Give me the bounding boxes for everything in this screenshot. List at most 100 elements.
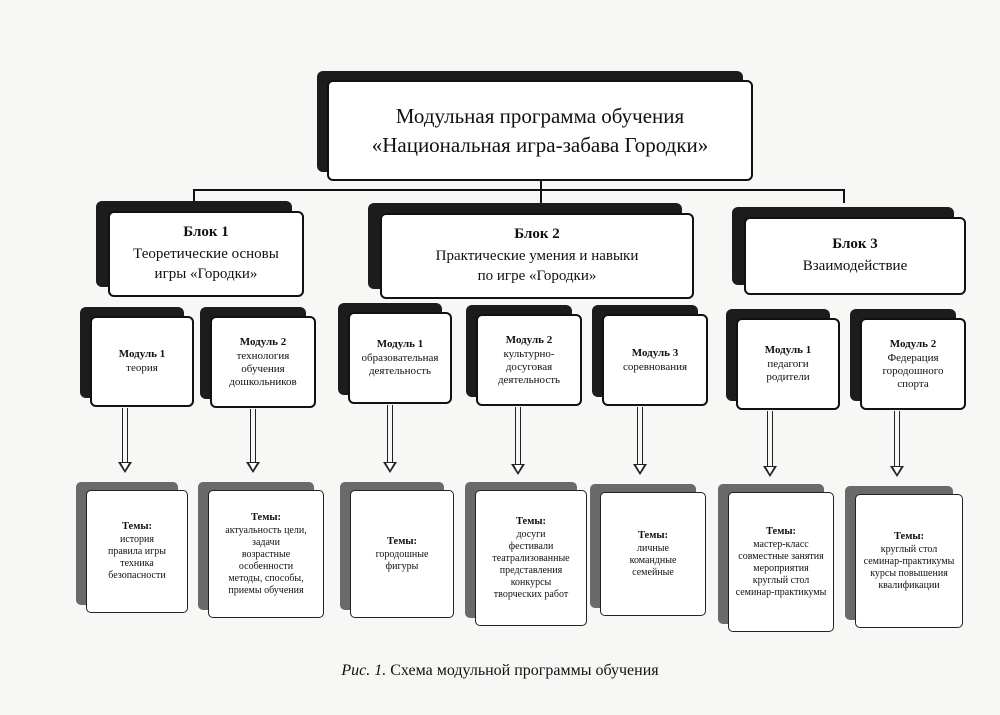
block-3-box: Блок 3 Взаимодействие bbox=[744, 217, 966, 295]
down-arrow-shaft bbox=[250, 409, 256, 463]
module-name: Модуль 2 bbox=[505, 333, 553, 346]
theme-item: безопасности bbox=[108, 570, 166, 581]
theme-item: представления bbox=[499, 564, 563, 576]
theme-item: мероприятия bbox=[753, 562, 809, 574]
module-box: Модуль 2 технология обучения дошкольнико… bbox=[210, 316, 316, 408]
theme-item: фигуры bbox=[385, 560, 419, 572]
theme-item: задачи bbox=[252, 536, 280, 548]
theme-item: совместные занятия bbox=[738, 550, 824, 562]
module-text-line: обучения bbox=[241, 362, 285, 375]
down-arrow-shaft bbox=[637, 407, 643, 465]
themes-box: Темы: городошные фигуры bbox=[350, 490, 454, 618]
module-box: Модуль 1 образовательная деятельность bbox=[348, 312, 452, 404]
connector-line bbox=[540, 189, 542, 203]
theme-item: техника bbox=[120, 558, 154, 569]
module-text-line: педагоги bbox=[767, 358, 809, 370]
theme-item: личные bbox=[637, 542, 669, 554]
module-name: Модуль 2 bbox=[239, 335, 287, 348]
themes-heading: Темы: bbox=[893, 530, 925, 542]
theme-item: возрастные bbox=[241, 548, 291, 560]
down-arrow-shaft bbox=[387, 405, 393, 463]
module-name: Модуль 2 bbox=[889, 337, 937, 350]
themes-box: Темы: история правила игры техника безоп… bbox=[86, 490, 188, 613]
themes-heading: Темы: bbox=[765, 525, 797, 537]
module-text-line: деятельность bbox=[368, 365, 432, 377]
theme-item: творческих работ bbox=[493, 588, 569, 600]
down-arrow-icon bbox=[118, 462, 132, 473]
block-1-text-line: игры «Городки» bbox=[154, 266, 258, 282]
themes-heading: Темы: bbox=[250, 511, 282, 523]
module-text-line: городошного bbox=[882, 364, 944, 377]
connector-line bbox=[193, 189, 845, 191]
block-1-name: Блок 1 bbox=[183, 224, 229, 240]
theme-item: театрализованные bbox=[492, 552, 570, 564]
theme-item: курсы повышения bbox=[870, 567, 948, 579]
theme-item: досуги bbox=[516, 528, 546, 540]
block-1-text-line: Теоретические основы bbox=[133, 246, 279, 262]
block-2-text-line: Практические умения и навыки bbox=[435, 248, 639, 264]
module-box: Модуль 3 соревнования bbox=[602, 314, 708, 406]
block-3-name: Блок 3 bbox=[832, 236, 878, 252]
down-arrow-icon bbox=[246, 462, 260, 473]
down-arrow-icon bbox=[383, 462, 397, 473]
theme-item: семинар-практикумы bbox=[735, 586, 827, 598]
down-arrow-icon bbox=[633, 464, 647, 475]
module-name: Модуль 3 bbox=[631, 346, 679, 359]
module-text-line: образовательная bbox=[361, 352, 439, 364]
theme-item: квалификации bbox=[878, 579, 940, 591]
figure-caption-text: Схема модульной программы обучения bbox=[386, 662, 659, 679]
figure-caption: Рис. 1. Схема модульной программы обучен… bbox=[0, 662, 1000, 680]
module-text-line: родители bbox=[766, 371, 810, 383]
module-text-line: теория bbox=[126, 362, 158, 374]
block-3-text-line: Взаимодействие bbox=[802, 258, 908, 274]
themes-box: Темы: круглый стол семинар-практикумы ку… bbox=[855, 494, 963, 628]
theme-item: правила игры bbox=[108, 546, 166, 557]
theme-item: семейные bbox=[632, 566, 674, 578]
theme-item: методы, способы, bbox=[228, 572, 304, 584]
theme-item: городошные bbox=[375, 548, 429, 560]
module-text-line: дошкольников bbox=[229, 375, 297, 388]
connector-line bbox=[193, 189, 195, 203]
block-2-box: Блок 2 Практические умения и навыки по и… bbox=[380, 213, 694, 299]
program-title-line1: Модульная программа обучения bbox=[395, 103, 685, 128]
themes-heading: Темы: bbox=[515, 515, 547, 527]
module-text-line: соревнования bbox=[622, 360, 688, 373]
module-name: Модуль 1 bbox=[118, 348, 166, 360]
block-2-text-line: по игре «Городки» bbox=[477, 268, 597, 284]
connector-line bbox=[540, 178, 542, 190]
program-title-line2: «Национальная игра-забава Городки» bbox=[371, 132, 709, 157]
down-arrow-shaft bbox=[767, 411, 773, 467]
theme-item: круглый стол bbox=[752, 574, 810, 586]
theme-item: конкурсы bbox=[510, 576, 552, 588]
down-arrow-icon bbox=[890, 466, 904, 477]
module-text-line: спорта bbox=[897, 377, 929, 390]
block-1-box: Блок 1 Теоретические основы игры «Городк… bbox=[108, 211, 304, 297]
down-arrow-shaft bbox=[122, 408, 128, 463]
module-box: Модуль 1 теория bbox=[90, 316, 194, 407]
block-2-name: Блок 2 bbox=[514, 226, 560, 242]
program-title-box: Модульная программа обучения «Национальн… bbox=[327, 80, 753, 181]
theme-item: история bbox=[120, 534, 154, 545]
themes-box: Темы: личные командные семейные bbox=[600, 492, 706, 616]
theme-item: мастер-класс bbox=[753, 538, 809, 550]
module-name: Модуль 1 bbox=[764, 344, 812, 356]
module-box: Модуль 2 Федерация городошного спорта bbox=[860, 318, 966, 410]
module-text-line: культурно- bbox=[503, 347, 555, 360]
figure-caption-prefix: Рис. 1. bbox=[341, 662, 387, 679]
theme-item: семинар-практикумы bbox=[863, 555, 955, 567]
module-box: Модуль 1 педагоги родители bbox=[736, 318, 840, 410]
module-box: Модуль 2 культурно- досуговая деятельнос… bbox=[476, 314, 582, 406]
module-text-line: деятельность bbox=[497, 373, 561, 386]
module-name: Модуль 1 bbox=[376, 338, 424, 350]
down-arrow-shaft bbox=[894, 411, 900, 467]
module-text-line: технология bbox=[236, 349, 290, 362]
theme-item: приемы обучения bbox=[228, 584, 304, 596]
down-arrow-icon bbox=[511, 464, 525, 475]
connector-line bbox=[843, 189, 845, 203]
themes-box: Темы: актуальность цели, задачи возрастн… bbox=[208, 490, 324, 618]
theme-item: фестивали bbox=[508, 540, 554, 552]
themes-heading: Темы: bbox=[637, 529, 669, 541]
theme-item: актуальность цели, bbox=[225, 524, 307, 536]
themes-heading: Темы: bbox=[386, 535, 418, 547]
theme-item: особенности bbox=[238, 560, 294, 572]
